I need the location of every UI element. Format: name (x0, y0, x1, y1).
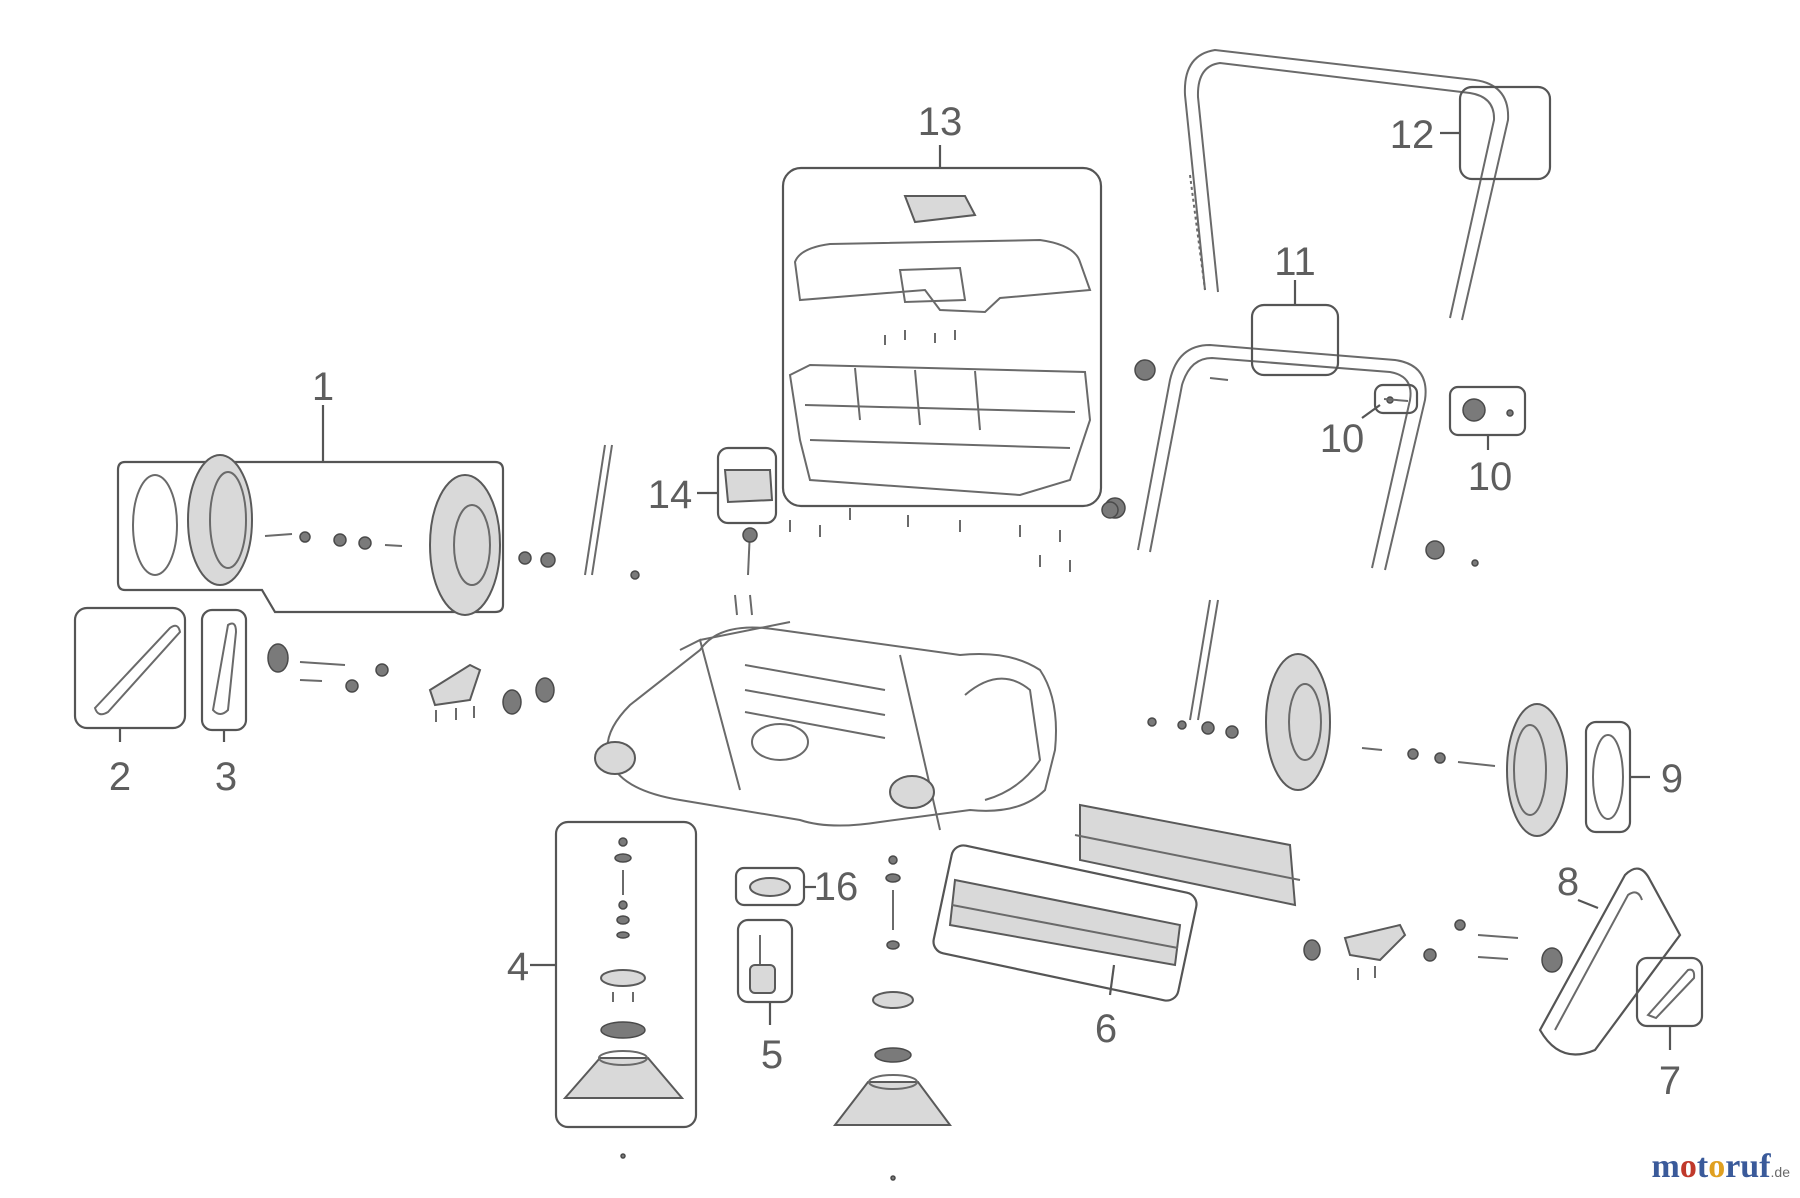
lower-handle (1137, 343, 1427, 571)
callout-10-knob: 10 (1468, 455, 1513, 499)
callout-2: 2 (109, 755, 131, 799)
part-5-motor (736, 918, 794, 1004)
collection-box-assembly (781, 166, 1103, 508)
part-7-strip (1635, 956, 1704, 1028)
part-16-bearing (734, 866, 806, 907)
left-height-adjust-parts (267, 643, 555, 722)
callout-7: 7 (1659, 1059, 1681, 1103)
right-height-adjust-parts (1303, 919, 1563, 980)
callout-6: 6 (1095, 1007, 1117, 1051)
callout-11: 11 (1274, 240, 1316, 284)
part-9-hubcap (1584, 720, 1632, 834)
part-10-small-bolt (1373, 383, 1419, 415)
part-2-strip (73, 606, 187, 730)
main-housing (594, 621, 1057, 831)
left-wheel-extras (518, 444, 640, 580)
upper-handle (1183, 48, 1510, 321)
center-screw (734, 527, 758, 616)
part-14-switch (716, 446, 778, 525)
left-wheel-assembly (116, 454, 505, 616)
callout-4: 4 (507, 945, 529, 989)
callout-10-bolt: 10 (1320, 417, 1365, 461)
callout-1: 1 (312, 365, 334, 409)
motoruf-logo: motoruf.de (1651, 1148, 1790, 1185)
left-side-brush-assembly (554, 820, 698, 1159)
callout-13: 13 (918, 100, 963, 144)
callout-9: 9 (1661, 757, 1683, 801)
roller-brushes (932, 803, 1301, 1002)
callout-8: 8 (1557, 860, 1579, 904)
part-3-strip (200, 608, 248, 732)
callout-5: 5 (761, 1033, 783, 1077)
handle-bolts (1104, 359, 1479, 567)
part-10-knob (1448, 385, 1527, 437)
callout-12: 12 (1390, 113, 1435, 157)
part-8-strip (1538, 867, 1682, 1056)
callout-3: 3 (215, 755, 237, 799)
right-wheel-assembly (1147, 599, 1568, 837)
callout-16: 16 (814, 865, 859, 909)
tray-screws (789, 501, 1119, 572)
right-side-brush (832, 855, 952, 1181)
callout-14: 14 (648, 473, 693, 517)
callout-leaders (118, 85, 1672, 1050)
